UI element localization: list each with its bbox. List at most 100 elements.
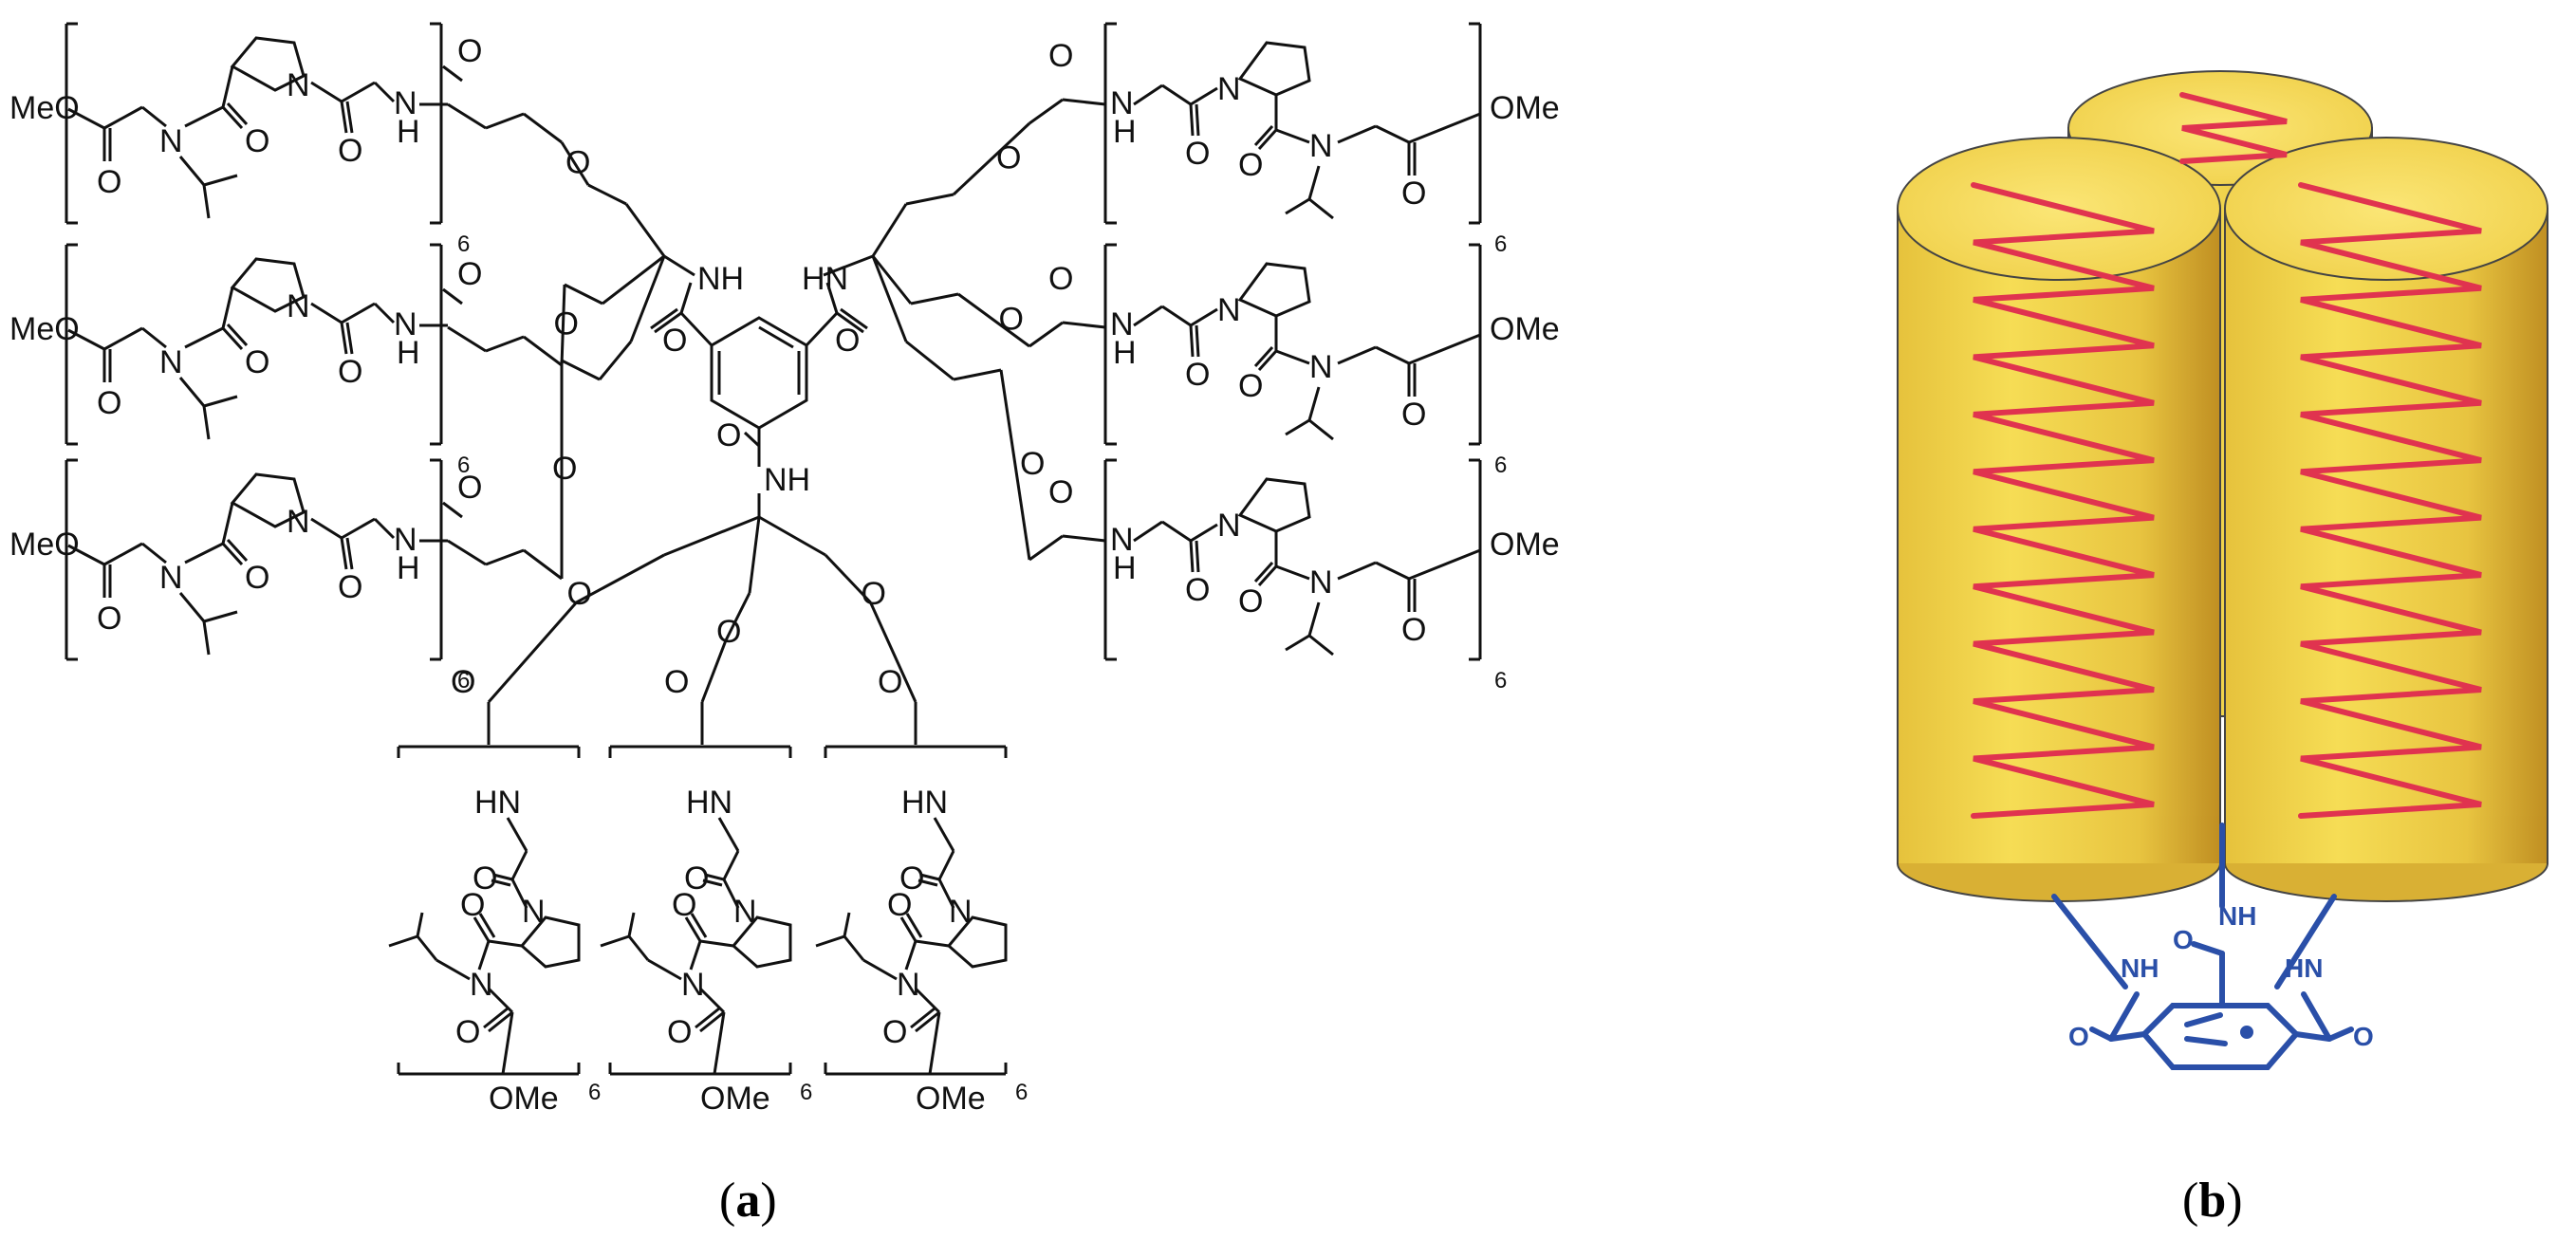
repeat-count: 6 [1494, 231, 1507, 257]
amide-n: N [897, 967, 920, 1003]
helix-left [1971, 182, 2155, 819]
pyrrolidine-ring [1237, 477, 1311, 533]
caption-b: (b) [2182, 1174, 2243, 1228]
nh-h: H [1113, 550, 1137, 586]
ether-o: O [554, 306, 579, 342]
amide-n: N [470, 967, 493, 1003]
helix-right [2298, 182, 2482, 819]
amide-n: N [159, 344, 183, 380]
repeat-count: 6 [588, 1080, 601, 1105]
amide-n: N [159, 560, 183, 596]
right-linker-1: OO [910, 261, 1106, 348]
carbonyl-o: O [457, 470, 482, 506]
carbonyl-o: O [245, 560, 269, 596]
ring-n: N [287, 504, 310, 540]
core-o-right: O [835, 323, 860, 359]
hn-label: HN [686, 785, 732, 821]
carbonyl-o: O [672, 887, 696, 923]
benzene-template [2051, 823, 2354, 1070]
amide-n: N [159, 123, 183, 159]
left-linker-1: OO [442, 256, 603, 367]
carbonyl-o: O [1238, 583, 1263, 620]
repeat-count: 6 [1494, 453, 1507, 478]
bottom-linker-0: OO [451, 553, 665, 745]
carbonyl-o: O [457, 33, 482, 69]
left-linker-0: OO [442, 33, 627, 206]
repeat-count: 6 [457, 453, 470, 478]
carbonyl-o: O [1401, 176, 1426, 212]
nh-h: H [1113, 335, 1137, 371]
ether-o: O [567, 576, 592, 612]
ether-o: O [996, 140, 1021, 176]
right-linker-0: OO [905, 38, 1106, 206]
repeat-count: 6 [1494, 668, 1507, 693]
methoxy-label: OMe [1490, 527, 1560, 563]
carbonyl-o: O [338, 133, 362, 169]
core-o-left: O [662, 323, 687, 359]
ether-o: O [552, 451, 577, 487]
right-linker-2: OO [953, 368, 1106, 562]
pyrrolidine-ring [731, 915, 792, 969]
carbonyl-o: O [899, 860, 924, 897]
template-nh-center: NH [2218, 901, 2256, 931]
template-o-right: O [2353, 1022, 2374, 1051]
carbonyl-o: O [1401, 397, 1426, 433]
hn-label: HN [901, 785, 948, 821]
carbonyl-o: O [1185, 572, 1210, 608]
nh-h: H [397, 550, 420, 586]
caption-a: (a) [719, 1174, 777, 1228]
panel-b-helix-bundle: NH NH HN O O O [1897, 70, 2548, 1070]
carbonyl-o: O [460, 887, 485, 923]
carbonyl-o: O [245, 344, 269, 380]
carbonyl-o: O [667, 1014, 692, 1050]
benzene-core [598, 203, 954, 594]
carbonyl-o: O [1048, 474, 1073, 510]
pyrrolidine-ring [230, 257, 306, 313]
repeat-count: 6 [800, 1080, 812, 1105]
carbonyl-o: O [1048, 38, 1073, 74]
pyrrolidine-ring [230, 36, 306, 92]
nh-n: N [394, 306, 417, 342]
nh-n: N [1110, 85, 1134, 121]
amide-n: N [1309, 128, 1333, 164]
ring-n: N [522, 894, 546, 930]
pyrrolidine-ring [230, 472, 306, 528]
carbonyl-o: O [664, 664, 689, 700]
methoxy-label: MeO [9, 311, 80, 347]
core-nh-bottom: NH [764, 462, 810, 498]
nh-n: N [394, 522, 417, 558]
amide-n: N [681, 967, 705, 1003]
ether-o: O [716, 614, 741, 650]
methoxy-label: OMe [700, 1081, 770, 1117]
nh-n: N [394, 85, 417, 121]
carbonyl-o: O [882, 1014, 907, 1050]
bottom-linker-2: OO [824, 553, 917, 745]
pyrrolidine-ring [1237, 41, 1311, 97]
ring-n: N [733, 894, 757, 930]
cylinder-left [1897, 137, 2221, 902]
carbonyl-o: O [97, 601, 121, 637]
carbonyl-o: O [473, 860, 497, 897]
carbonyl-o: O [1185, 136, 1210, 172]
nh-h: H [397, 335, 420, 371]
pyrrolidine-ring [946, 915, 1008, 969]
ring-n: N [287, 288, 310, 324]
methoxy-label: MeO [9, 90, 80, 126]
methoxy-label: OMe [916, 1081, 986, 1117]
repeat-count: 6 [1015, 1080, 1028, 1105]
carbonyl-o: O [245, 123, 269, 159]
left-linker-2: OO [442, 359, 601, 581]
core-o-bottom: O [716, 417, 741, 453]
ring-n: N [1217, 508, 1241, 544]
